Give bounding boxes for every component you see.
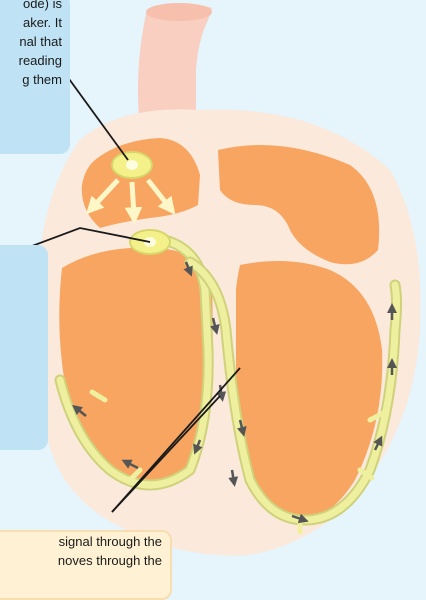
caption-line: noves through the: [0, 551, 170, 570]
caption-bundle: signal through the noves through the: [0, 530, 172, 600]
caption-line: aker. It: [0, 13, 62, 32]
caption-line: nal that: [0, 32, 62, 51]
aorta-opening: [146, 3, 212, 21]
caption-sa-node: ode) is aker. It nal that reading g them: [0, 0, 70, 154]
caption-line: reading: [0, 51, 62, 70]
caption-line: ode) is: [0, 0, 62, 13]
caption-line: g them: [0, 70, 62, 89]
caption-line: signal through the: [0, 532, 170, 551]
caption-av-node: [0, 245, 48, 450]
signal-spread-arrow-icon: [132, 182, 134, 216]
